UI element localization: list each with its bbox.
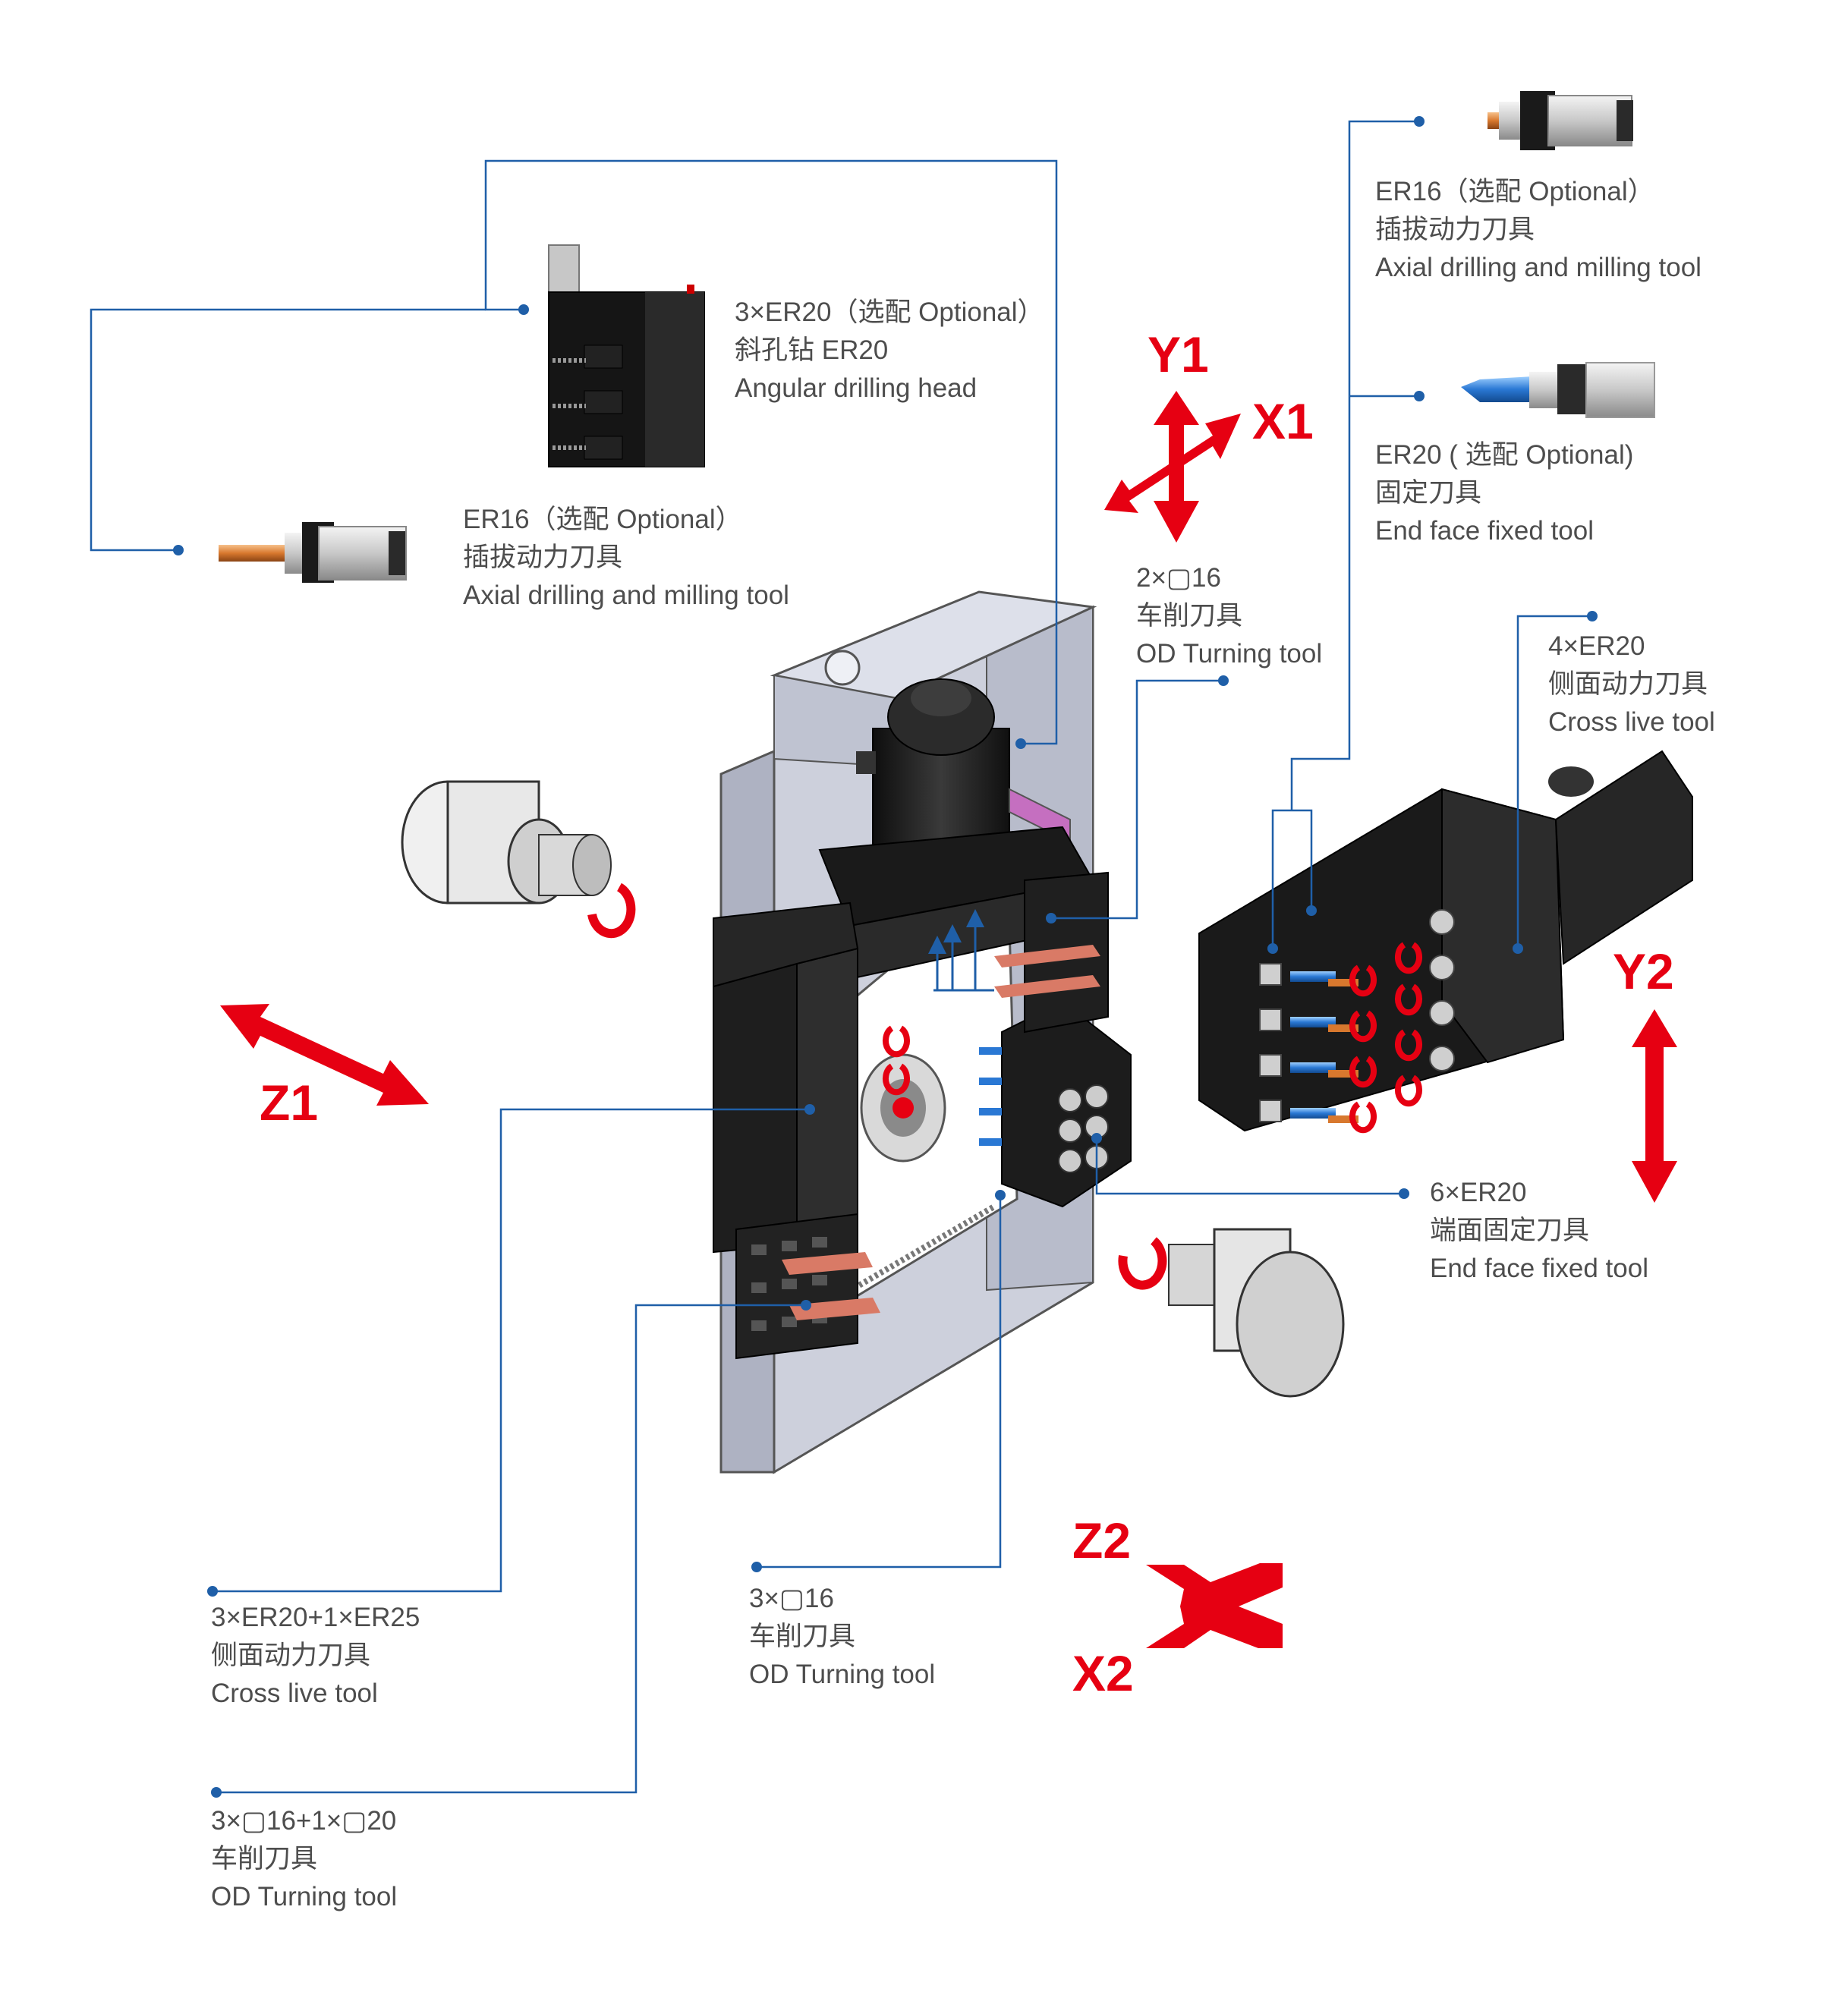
label-line: 侧面动力刀具 — [1548, 669, 1708, 699]
label-line: 车削刀具 — [749, 1622, 856, 1651]
label-angular-drilling-head: 3×ER20（选配 Optional） 斜孔钻 ER20 Angular dri… — [735, 294, 1044, 407]
label-line: ER16（选配 Optional） — [1375, 177, 1654, 206]
label-line: 3×▢16+1×▢20 — [211, 1806, 397, 1836]
label-line: 4×ER20 — [1548, 631, 1645, 661]
end-face-fixed-tool-illustration — [1461, 362, 1655, 418]
label-line: OD Turning tool — [1136, 639, 1323, 669]
label-line: 插拔动力刀具 — [1375, 215, 1535, 244]
label-od-turning-3x16: 3×▢16 车削刀具 OD Turning tool — [749, 1580, 935, 1694]
label-line: End face fixed tool — [1430, 1254, 1648, 1283]
axis-label-x2: X2 — [1072, 1645, 1134, 1701]
label-line: 车削刀具 — [211, 1844, 318, 1874]
axis-label-z2: Z2 — [1072, 1512, 1132, 1569]
label-line: 2×▢16 — [1136, 563, 1221, 593]
label-line: 3×ER20（选配 Optional） — [735, 297, 1044, 327]
axis-label-z1: Z1 — [260, 1075, 319, 1131]
axial-tool-left-illustration — [219, 522, 407, 583]
main-turret-assembly — [713, 590, 1132, 1474]
label-line: Axial drilling and milling tool — [463, 581, 789, 610]
axis-label-y1: Y1 — [1148, 326, 1209, 382]
label-line: OD Turning tool — [749, 1660, 936, 1689]
label-line: 6×ER20 — [1430, 1178, 1527, 1207]
x1-arrow — [1104, 414, 1241, 513]
label-line: 插拔动力刀具 — [463, 543, 623, 572]
label-cross-live-4: 4×ER20 侧面动力刀具 Cross live tool — [1548, 628, 1715, 741]
label-line: Cross live tool — [211, 1679, 378, 1708]
label-line: End face fixed tool — [1375, 516, 1594, 546]
leader-dots — [173, 116, 1598, 1798]
leader-lines — [90, 120, 1592, 1794]
label-line: OD Turning tool — [211, 1882, 398, 1911]
label-line: 端面固定刀具 — [1430, 1216, 1590, 1245]
label-end-face-fixed-6: 6×ER20 端面固定刀具 End face fixed tool — [1430, 1174, 1648, 1288]
label-od-turning-3x16-1x20: 3×▢16+1×▢20 车削刀具 OD Turning tool — [211, 1802, 397, 1916]
label-line: 车削刀具 — [1136, 601, 1243, 631]
spindle-lower-right-illustration — [1118, 1228, 1345, 1398]
label-od-turning-2x16: 2×▢16 车削刀具 OD Turning tool — [1136, 559, 1322, 673]
label-line: 3×ER20+1×ER25 — [211, 1603, 420, 1632]
label-line: 侧面动力刀具 — [211, 1641, 371, 1670]
axial-tool-right-illustration — [1488, 91, 1633, 150]
axis-label-y2: Y2 — [1613, 943, 1674, 999]
z2-x2-cross — [1146, 1563, 1283, 1648]
label-line: 斜孔钻 ER20 — [735, 335, 889, 365]
label-axial-tool-left: ER16（选配 Optional） 插拔动力刀具 Axial drilling … — [463, 501, 789, 615]
secondary-turret-assembly — [1198, 750, 1693, 1134]
label-line: Cross live tool — [1548, 707, 1715, 737]
label-line: 固定刀具 — [1375, 478, 1482, 508]
label-axial-tool-right: ER16（选配 Optional） 插拔动力刀具 Axial drilling … — [1375, 173, 1702, 287]
label-line: Axial drilling and milling tool — [1375, 253, 1702, 282]
label-line: Angular drilling head — [735, 373, 978, 403]
z1-arrow — [220, 1004, 429, 1106]
y2-arrow — [1632, 1009, 1677, 1203]
label-line: ER16（选配 Optional） — [463, 505, 742, 534]
angular-drilling-head-illustration — [548, 244, 705, 467]
axis-label-x1: X1 — [1252, 393, 1314, 449]
label-end-face-fixed-top: ER20 ( 选配 Optional) 固定刀具 End face fixed … — [1375, 436, 1633, 550]
label-line: ER20 ( 选配 Optional) — [1375, 440, 1634, 470]
axis-arrows — [220, 391, 1677, 1648]
label-line: 3×▢16 — [749, 1584, 834, 1613]
spindle-upper-left-illustration — [401, 780, 636, 939]
label-cross-live-3-1: 3×ER20+1×ER25 侧面动力刀具 Cross live tool — [211, 1599, 420, 1713]
